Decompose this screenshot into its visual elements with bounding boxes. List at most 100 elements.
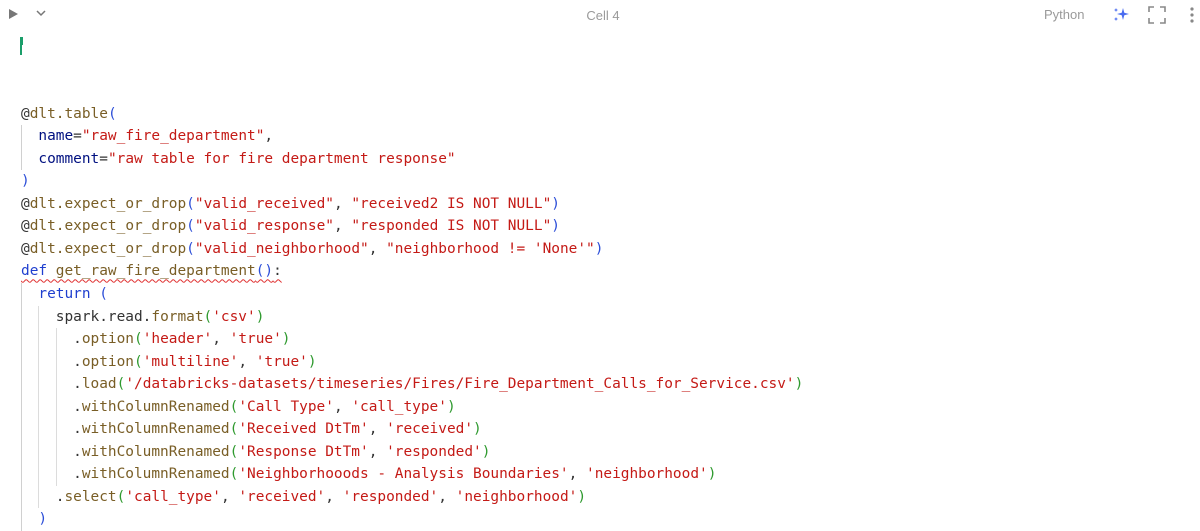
run-cell-button[interactable] (9, 9, 18, 19)
code-token: option (81, 331, 134, 348)
code-token: , (368, 421, 387, 438)
code-token: withColumnRenamed (81, 443, 230, 460)
code-token: '/databricks-datasets/timeseries/Fires/F… (125, 376, 795, 393)
code-token: ( (229, 398, 239, 415)
indent-guide (21, 147, 38, 171)
fullscreen-icon[interactable] (1148, 6, 1166, 24)
code-token: load (81, 376, 117, 393)
indent-guide (38, 328, 55, 351)
assistant-sparkle-icon[interactable] (1113, 6, 1129, 22)
code-token: 'received' (238, 488, 326, 505)
code-line[interactable]: return ( (21, 283, 803, 306)
code-token: = (73, 128, 82, 145)
code-line[interactable]: @dlt.expect_or_drop("valid_neighborhood"… (21, 238, 803, 261)
code-token: def (21, 263, 56, 280)
code-line[interactable]: ) (21, 170, 803, 193)
code-line[interactable]: @dlt.table( (21, 103, 803, 126)
indent-guide (55, 373, 73, 396)
code-token: ( (133, 331, 143, 348)
code-line[interactable]: spark.read.format('csv') (21, 305, 803, 329)
indent-guide (21, 328, 38, 351)
code-content: @dlt.expect_or_drop("valid_received", "r… (21, 193, 560, 216)
code-line[interactable]: .withColumnRenamed('Call Type', 'call_ty… (21, 395, 803, 419)
code-token: ) (281, 331, 291, 348)
code-token: "raw table for fire department response" (107, 150, 456, 167)
code-content: .option('multiline', 'true') (73, 351, 316, 374)
code-token: dlt.table (29, 105, 108, 122)
indent-guide (21, 485, 38, 509)
code-line[interactable]: .select('call_type', 'received', 'respon… (21, 485, 803, 509)
code-token: withColumnRenamed (81, 398, 230, 415)
code-line[interactable]: name="raw_fire_department", (21, 125, 803, 148)
code-token: ( (116, 376, 126, 393)
indent-guide (21, 508, 38, 531)
code-line[interactable]: @dlt.expect_or_drop("valid_response", "r… (21, 215, 803, 238)
code-token: ( (107, 105, 117, 122)
indent-guide (21, 305, 38, 329)
code-line[interactable]: .withColumnRenamed('Received DtTm', 'rec… (21, 418, 803, 441)
code-token: 'received' (386, 421, 474, 438)
cell-title: Cell 4 (586, 8, 620, 23)
code-token: 'Response DtTm' (238, 443, 369, 460)
code-token: name (38, 128, 74, 145)
code-token: . (73, 443, 82, 460)
code-token: ( (116, 488, 126, 505)
code-token: ) (38, 511, 48, 528)
code-token: () (255, 263, 274, 280)
code-token: . (73, 376, 82, 393)
code-content: .withColumnRenamed('Response DtTm', 'res… (73, 441, 490, 464)
code-line[interactable]: .option('header', 'true') (21, 328, 803, 351)
code-error-underline: def get_raw_fire_department(): (21, 260, 282, 283)
indent-guide (21, 125, 38, 148)
indent-guide (38, 395, 55, 419)
code-token: , (238, 353, 256, 370)
more-options-icon[interactable] (1189, 6, 1195, 24)
code-line[interactable]: comment="raw table for fire department r… (21, 147, 803, 171)
code-token: ) (481, 443, 491, 460)
code-token: option (81, 353, 134, 370)
code-token: 'Call Type' (238, 398, 334, 415)
code-content: ) (38, 508, 47, 531)
code-token: select (64, 488, 117, 505)
code-content: comment="raw table for fire department r… (38, 148, 455, 171)
code-token: ) (446, 398, 456, 415)
code-line[interactable]: .option('multiline', 'true') (21, 350, 803, 374)
indent-guide (21, 463, 38, 486)
code-token: : (273, 263, 282, 280)
chevron-down-icon[interactable] (34, 6, 48, 20)
code-line[interactable]: @dlt.expect_or_drop("valid_received", "r… (21, 193, 803, 216)
code-token: "valid_received" (194, 195, 334, 212)
cursor-line-marker (20, 37, 22, 55)
code-token: . (73, 421, 82, 438)
code-token: = (99, 150, 108, 167)
code-token: ) (255, 308, 265, 325)
code-token: ) (21, 173, 30, 190)
indent-guide (21, 373, 38, 396)
code-token: 'csv' (212, 308, 256, 325)
code-token: ) (794, 376, 804, 393)
code-token: dlt.expect_or_drop (29, 218, 187, 235)
language-selector[interactable]: Python (1044, 7, 1085, 22)
code-token: dlt.expect_or_drop (29, 195, 187, 212)
code-content: ) (21, 170, 30, 193)
code-token: ) (307, 353, 317, 370)
code-line[interactable]: ) (21, 508, 803, 531)
code-content: .option('header', 'true') (73, 328, 290, 351)
code-token: 'responded' (386, 443, 482, 460)
code-token: , (264, 128, 274, 145)
code-token: @ (21, 218, 30, 235)
code-token: ( (99, 286, 108, 303)
code-line[interactable]: .withColumnRenamed('Response DtTm', 'res… (21, 440, 803, 464)
cell-toolbar: Cell 4 Python (0, 0, 1200, 30)
code-line[interactable]: .load('/databricks-datasets/timeseries/F… (21, 373, 803, 396)
code-token: , (368, 240, 387, 257)
code-token: "raw_fire_department" (81, 128, 265, 145)
code-token: 'multiline' (142, 353, 239, 370)
code-token: , (333, 218, 352, 235)
code-line[interactable]: .withColumnRenamed('Neighborhooods - Ana… (21, 463, 803, 486)
code-line[interactable]: def get_raw_fire_department(): (21, 260, 803, 283)
code-token: @ (21, 240, 30, 257)
code-editor[interactable]: @dlt.table(name="raw_fire_department",co… (20, 35, 803, 531)
code-content: @dlt.table( (21, 103, 117, 126)
text-cursor (20, 37, 23, 45)
